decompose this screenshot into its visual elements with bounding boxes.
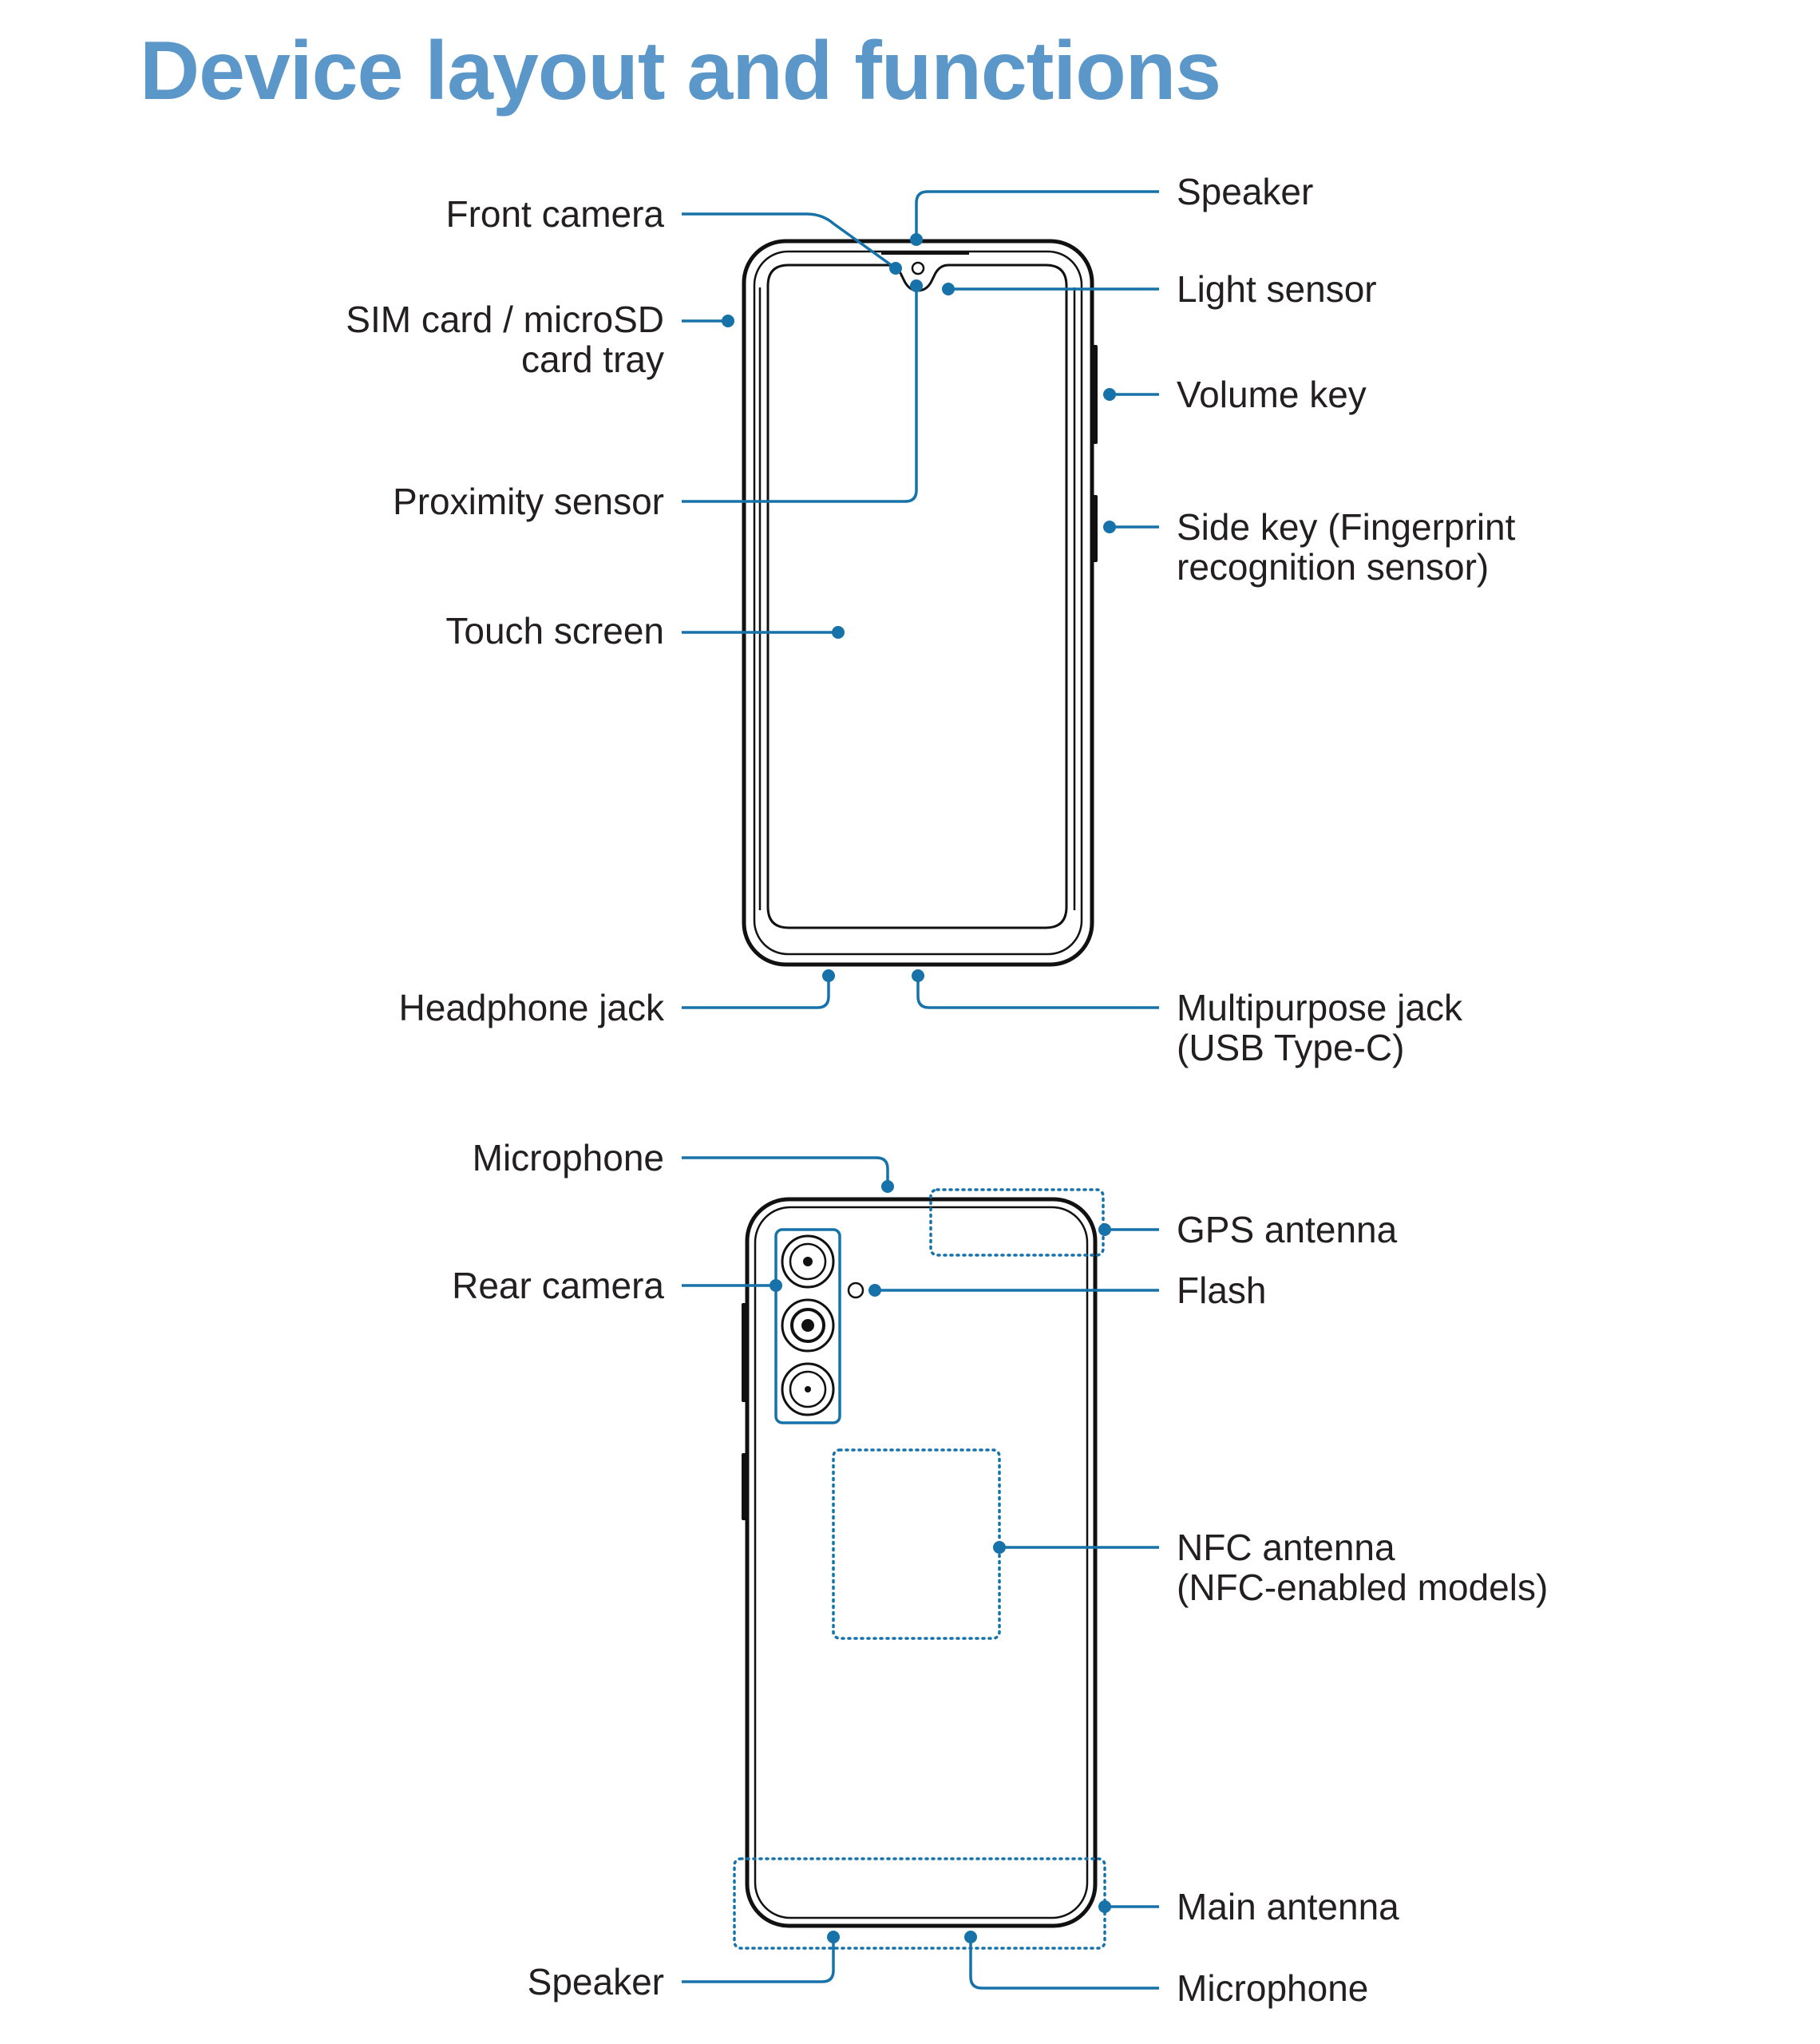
label-sim-tray-line1: SIM card / microSD bbox=[346, 299, 664, 340]
dot-speaker-bottom bbox=[827, 1931, 840, 1943]
dot-nfc-antenna bbox=[993, 1541, 1006, 1554]
rear-side-key bbox=[742, 1453, 747, 1520]
rear-camera-module bbox=[774, 1228, 841, 1424]
dot-main-antenna bbox=[1098, 1900, 1111, 1913]
label-speaker-bottom: Speaker bbox=[528, 1961, 664, 2002]
label-side-key-line2: recognition sensor) bbox=[1177, 546, 1489, 588]
dot-sim-tray bbox=[722, 315, 734, 327]
leader-front-camera bbox=[682, 212, 897, 270]
dot-proximity bbox=[910, 279, 923, 292]
dot-light-sensor bbox=[942, 283, 955, 295]
label-side-key-line1: Side key (Fingerprint bbox=[1177, 506, 1516, 548]
dot-multipurpose-jack bbox=[912, 969, 924, 982]
leader-microphone-top bbox=[682, 1156, 889, 1186]
front-leaders bbox=[682, 190, 1159, 1009]
label-proximity-sensor: Proximity sensor bbox=[393, 481, 664, 522]
dot-front-camera bbox=[889, 262, 902, 275]
rear-volume-key bbox=[742, 1303, 747, 1402]
label-volume-key: Volume key bbox=[1177, 374, 1367, 415]
rear-phone bbox=[733, 1188, 1106, 1950]
rear-phone-body bbox=[745, 1197, 1098, 1928]
label-main-antenna: Main antenna bbox=[1177, 1886, 1399, 1927]
front-phone-body bbox=[742, 239, 1094, 967]
label-multipurpose-jack-line1: Multipurpose jack bbox=[1177, 987, 1463, 1028]
label-gps-antenna: GPS antenna bbox=[1177, 1209, 1398, 1250]
label-headphone-jack: Headphone jack bbox=[399, 987, 665, 1028]
leader-speaker-bottom bbox=[682, 1937, 835, 1983]
dot-speaker-top bbox=[910, 233, 923, 246]
front-phone-bezel bbox=[753, 250, 1083, 956]
front-camera-lens bbox=[911, 261, 925, 275]
rear-labels: Microphone Rear camera Speaker GPS anten… bbox=[452, 1137, 1548, 2009]
main-antenna-area bbox=[733, 1857, 1106, 1950]
label-microphone-top: Microphone bbox=[473, 1137, 664, 1178]
dot-volume-key bbox=[1103, 388, 1116, 401]
label-flash: Flash bbox=[1177, 1270, 1266, 1311]
leader-speaker-top bbox=[915, 190, 1159, 240]
leader-multipurpose-jack bbox=[916, 976, 1159, 1009]
rear-camera-lens-1 bbox=[781, 1234, 835, 1289]
nfc-antenna-area bbox=[832, 1448, 1001, 1640]
label-nfc-antenna-line2: (NFC-enabled models) bbox=[1177, 1567, 1548, 1608]
label-rear-camera: Rear camera bbox=[452, 1265, 664, 1306]
label-touch-screen: Touch screen bbox=[445, 610, 664, 652]
dot-side-key bbox=[1103, 521, 1116, 533]
side-key bbox=[1092, 495, 1098, 562]
label-front-camera: Front camera bbox=[445, 193, 664, 235]
label-nfc-antenna-line1: NFC antenna bbox=[1177, 1527, 1395, 1568]
dot-rear-camera bbox=[770, 1279, 782, 1292]
leader-microphone-bottom bbox=[969, 1937, 1159, 1990]
dot-touch-screen bbox=[832, 626, 845, 639]
rear-camera-lens-2 bbox=[781, 1298, 835, 1353]
leader-proximity bbox=[682, 286, 918, 503]
rear-camera-lens-3 bbox=[781, 1362, 835, 1416]
label-speaker-top: Speaker bbox=[1177, 171, 1313, 212]
rear-leaders bbox=[682, 1156, 1159, 1990]
gps-antenna-area bbox=[929, 1188, 1105, 1257]
page-title: Device layout and functions bbox=[140, 25, 1221, 117]
dot-headphone-jack bbox=[822, 969, 835, 982]
front-phone-screen bbox=[766, 263, 1068, 929]
rear-phone-inner bbox=[754, 1206, 1089, 1919]
dot-flash bbox=[868, 1284, 881, 1297]
volume-key bbox=[1092, 345, 1098, 444]
leader-headphone-jack bbox=[682, 976, 830, 1009]
dot-microphone-top bbox=[881, 1180, 894, 1193]
label-microphone-bottom: Microphone bbox=[1177, 1967, 1368, 2009]
label-light-sensor: Light sensor bbox=[1177, 268, 1377, 310]
rear-flash bbox=[847, 1281, 864, 1299]
dot-microphone-bottom bbox=[964, 1931, 977, 1943]
label-multipurpose-jack-line2: (USB Type-C) bbox=[1177, 1027, 1404, 1068]
dot-gps-antenna bbox=[1098, 1223, 1111, 1236]
front-labels: Front camera SIM card / microSD card tra… bbox=[346, 171, 1515, 1068]
label-sim-tray-line2: card tray bbox=[521, 339, 664, 380]
front-phone bbox=[742, 239, 1098, 967]
